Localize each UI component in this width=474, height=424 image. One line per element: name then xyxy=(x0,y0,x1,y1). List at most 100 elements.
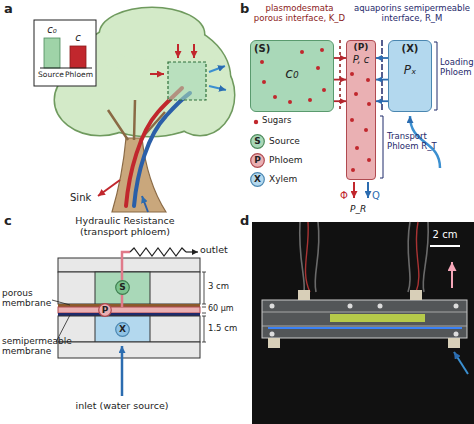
photo xyxy=(454,352,468,374)
circle-shape xyxy=(99,304,112,317)
tubing xyxy=(186,251,198,252)
region-label: Transport Phloem R_T xyxy=(387,132,447,152)
panel-letter: a xyxy=(4,2,13,17)
vascular-veins xyxy=(134,93,190,206)
device-layers xyxy=(58,258,200,358)
pressure-symbol: P_R xyxy=(350,204,366,214)
photo xyxy=(268,327,462,329)
state-variable: P, c xyxy=(350,54,372,65)
chamber-tag: P xyxy=(98,303,112,317)
photo xyxy=(270,304,275,309)
water-flux-arrow xyxy=(376,100,388,102)
source-compartment: (S)c₀ xyxy=(250,40,334,112)
dimension: 1.5 cm xyxy=(208,324,237,334)
flow-arrows xyxy=(98,44,226,212)
axis-label: Source xyxy=(35,71,67,80)
tree-canopy-outline xyxy=(100,8,204,60)
dimension: 3 cm xyxy=(208,282,229,292)
photo xyxy=(305,222,418,292)
device-layers xyxy=(58,307,200,313)
scale-bar-label: 2 cm xyxy=(428,229,462,241)
circle-shape xyxy=(251,173,265,187)
photo xyxy=(252,222,474,424)
photo xyxy=(410,290,422,300)
water-flux-arrow xyxy=(376,79,388,81)
photo xyxy=(451,262,453,288)
photo xyxy=(448,338,460,348)
membrane-label: semipermeable membrane xyxy=(2,336,60,357)
sugar-flux-arrow xyxy=(334,100,346,102)
photo xyxy=(270,332,275,337)
circle-shape xyxy=(116,323,130,337)
photo xyxy=(262,312,467,313)
interface-lines xyxy=(339,40,341,112)
flow-arrows xyxy=(150,73,164,75)
sugar-dot xyxy=(254,120,258,124)
dimension-ticks xyxy=(202,316,206,342)
tubing xyxy=(130,248,186,256)
legend-text: Sugars xyxy=(262,116,291,126)
flow-arrows xyxy=(193,44,195,58)
panel-letter: d xyxy=(240,214,249,229)
photo xyxy=(268,338,280,348)
region-label: Loading Phloem xyxy=(440,58,474,78)
panel-letter: c xyxy=(4,214,12,229)
photo xyxy=(300,222,429,292)
bracket xyxy=(434,42,437,110)
water-flux-arrow xyxy=(376,57,388,59)
legend-circle: SSource xyxy=(250,134,265,149)
sugar-flux-arrow xyxy=(334,79,346,81)
flow-arrows xyxy=(209,66,225,72)
dimension-ticks xyxy=(202,307,206,313)
leader-lines xyxy=(52,300,70,305)
inset-bar-chart xyxy=(40,68,92,69)
flux-symbol: Φ xyxy=(340,190,348,202)
device-layers xyxy=(58,258,200,272)
tree-canopy-outline xyxy=(166,55,234,135)
chamber-tag: S xyxy=(115,280,130,295)
xylem-compartment: (X) Pₓ xyxy=(388,40,432,112)
circle-shape xyxy=(251,154,265,168)
legend-circle: PPhloem xyxy=(250,153,265,168)
dimension-ticks xyxy=(202,272,206,304)
legend-circle: XXylem xyxy=(250,172,265,187)
membrane-label: porous membrane xyxy=(2,288,54,309)
phloem-compartment: (P)P, c xyxy=(346,40,376,180)
outflow-arrows xyxy=(354,182,368,198)
photo xyxy=(454,332,459,337)
chamber-tag: X xyxy=(115,322,130,337)
circle-letter: X xyxy=(115,322,130,337)
inset-bar-chart xyxy=(34,20,96,86)
outlet-label: outlet xyxy=(200,245,228,256)
inset-bar-chart xyxy=(34,20,96,86)
outflow-arrows xyxy=(353,182,355,198)
interface-label: aquaporins semipermeable interface, R_M xyxy=(352,4,472,24)
dimension: 60 μm xyxy=(208,304,234,313)
axis-label: Phloem xyxy=(63,71,95,80)
circle-letter: P xyxy=(250,153,265,168)
leaf-zoom-square xyxy=(168,62,206,100)
device-layers xyxy=(58,342,200,358)
device-layers xyxy=(58,316,200,342)
photo xyxy=(330,314,425,322)
compartment-tag: (X) xyxy=(392,43,428,54)
sugar-flux-arrow xyxy=(334,57,346,59)
compartment-tag: (P) xyxy=(350,43,372,53)
bar-label: c₀ xyxy=(44,24,60,36)
leader-lines xyxy=(52,300,70,342)
panel-letter: b xyxy=(240,2,249,17)
state-variable: Pₓ xyxy=(392,64,428,77)
legend-text: Xylem xyxy=(269,172,297,187)
vascular-veins xyxy=(126,88,190,206)
inset-bar-chart xyxy=(70,46,86,68)
flow-arrows xyxy=(142,196,148,212)
compartment-tag: (S) xyxy=(254,43,330,54)
circle-letter: P xyxy=(98,303,112,317)
flux-symbol: Q xyxy=(372,190,380,202)
tree-canopy xyxy=(55,65,145,135)
photo xyxy=(430,245,460,247)
flow-arrows xyxy=(98,180,120,196)
dimension-ticks xyxy=(202,272,206,342)
bar-label: c xyxy=(70,32,86,44)
flow-arrows xyxy=(177,44,179,58)
